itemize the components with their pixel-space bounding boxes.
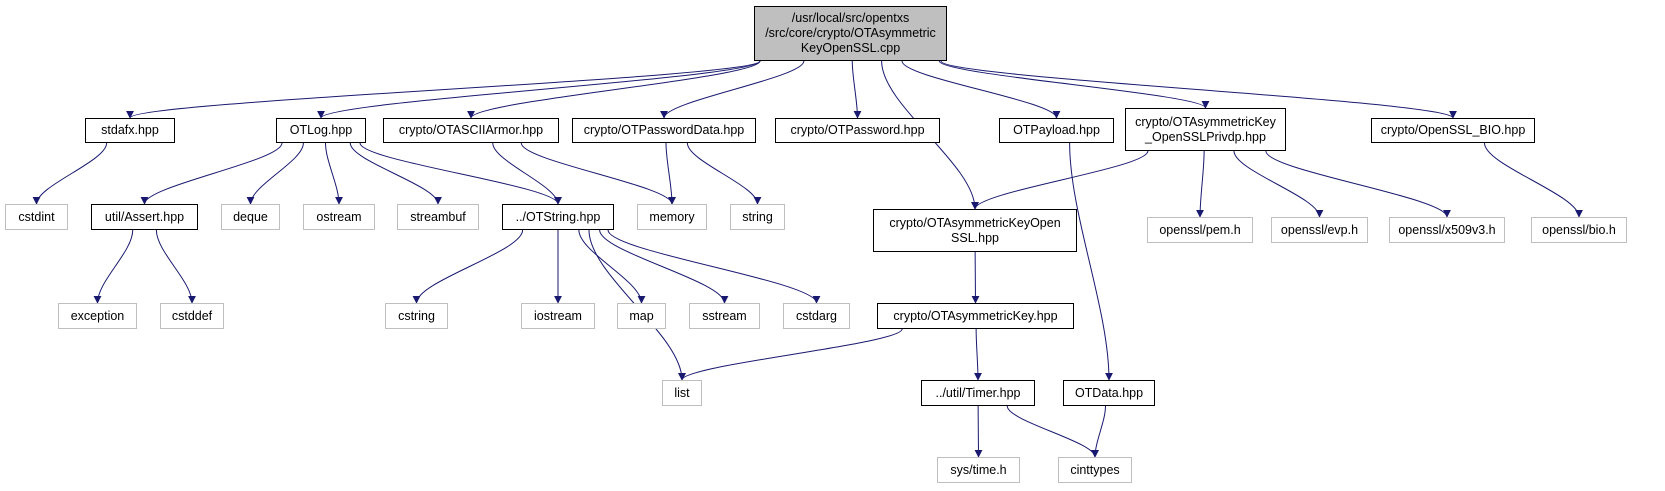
edge-asciiarmor-to-memory: [520, 142, 676, 205]
node-privdp[interactable]: crypto/OTAsymmetricKey _OpenSSLPrivdp.hp…: [1125, 108, 1286, 151]
edge-privdp-to-evp: [1233, 150, 1324, 218]
node-biohdr: openssl/bio.h: [1531, 217, 1627, 243]
edge-asciiarmor-to-otstring: [492, 142, 562, 205]
edge-root-to-asciiarmor: [467, 60, 761, 119]
node-map: map: [617, 303, 666, 329]
node-keyopenssl[interactable]: crypto/OTAsymmetricKeyOpen SSL.hpp: [873, 209, 1077, 252]
node-string: string: [730, 204, 785, 230]
edge-privdp-to-keyopenssl: [971, 150, 1149, 210]
edge-root-to-otlog: [317, 60, 761, 119]
edge-otstring-to-cstdarg: [607, 229, 821, 304]
edge-assert-to-exception: [93, 229, 134, 304]
node-otstring[interactable]: ../OTString.hpp: [502, 204, 614, 230]
edge-passworddata-to-string: [686, 142, 762, 205]
node-iostream: iostream: [521, 303, 595, 329]
edge-root-to-passworddata: [660, 60, 805, 119]
node-otdata[interactable]: OTData.hpp: [1063, 380, 1155, 406]
edge-bio-to-biohdr: [1484, 142, 1583, 218]
node-exception: exception: [58, 303, 137, 329]
node-list: list: [662, 380, 702, 406]
edge-assert-to-cstddef: [155, 229, 196, 304]
edge-otlog-to-otstring: [359, 142, 562, 205]
edge-asymkey-to-timer: [973, 328, 982, 381]
node-cinttypes: cinttypes: [1058, 457, 1132, 483]
node-deque: deque: [221, 204, 280, 230]
node-cstddef: cstddef: [160, 303, 224, 329]
edge-otdata-to-cinttypes: [1091, 405, 1106, 458]
node-cstdarg: cstdarg: [783, 303, 850, 329]
node-password[interactable]: crypto/OTPassword.hpp: [775, 118, 940, 143]
node-ostream: ostream: [303, 204, 375, 230]
edge-otstring-to-cstring: [412, 229, 524, 304]
node-x509v3: openssl/x509v3.h: [1389, 217, 1505, 243]
node-cstring: cstring: [385, 303, 448, 329]
node-streambuf: streambuf: [397, 204, 479, 230]
edge-otstring-to-sstream: [599, 229, 729, 304]
node-asciiarmor[interactable]: crypto/OTASCIIArmor.hpp: [383, 118, 559, 143]
node-stdafx[interactable]: stdafx.hpp: [85, 118, 175, 143]
edge-asymkey-to-list: [678, 328, 903, 381]
edge-otlog-to-ostream: [325, 142, 343, 205]
node-systime: sys/time.h: [937, 457, 1020, 483]
node-otlog[interactable]: OTLog.hpp: [276, 118, 366, 143]
node-cstdint: cstdint: [5, 204, 68, 230]
node-passworddata[interactable]: crypto/OTPasswordData.hpp: [572, 118, 756, 143]
node-pem: openssl/pem.h: [1147, 217, 1253, 243]
node-root[interactable]: /usr/local/src/opentxs /src/core/crypto/…: [754, 6, 947, 61]
edge-stdafx-to-cstdint: [32, 142, 108, 205]
node-assert[interactable]: util/Assert.hpp: [91, 204, 198, 230]
node-bio[interactable]: crypto/OpenSSL_BIO.hpp: [1371, 118, 1535, 143]
node-evp: openssl/evp.h: [1271, 217, 1368, 243]
edge-timer-to-cinttypes: [1006, 405, 1099, 458]
edge-otlog-to-assert: [140, 142, 283, 205]
edge-privdp-to-x509v3: [1265, 150, 1451, 218]
node-sstream: sstream: [689, 303, 760, 329]
edge-root-to-stdafx: [126, 60, 761, 119]
edge-payload-to-otdata: [1069, 142, 1113, 381]
edge-otlog-to-streambuf: [349, 142, 442, 205]
node-memory: memory: [637, 204, 707, 230]
node-timer[interactable]: ../util/Timer.hpp: [921, 380, 1035, 406]
edge-otlog-to-deque: [246, 142, 304, 205]
edge-passworddata-to-memory: [665, 142, 676, 205]
edge-root-to-privdp: [938, 60, 1210, 109]
edge-root-to-bio: [940, 60, 1457, 119]
edge-otstring-to-map: [578, 229, 646, 304]
edge-root-to-payload: [901, 60, 1061, 119]
node-payload[interactable]: OTPayload.hpp: [999, 118, 1114, 143]
edge-root-to-password: [851, 60, 862, 119]
node-asymkey[interactable]: crypto/OTAsymmetricKey.hpp: [877, 303, 1074, 329]
edge-privdp-to-pem: [1196, 150, 1205, 218]
